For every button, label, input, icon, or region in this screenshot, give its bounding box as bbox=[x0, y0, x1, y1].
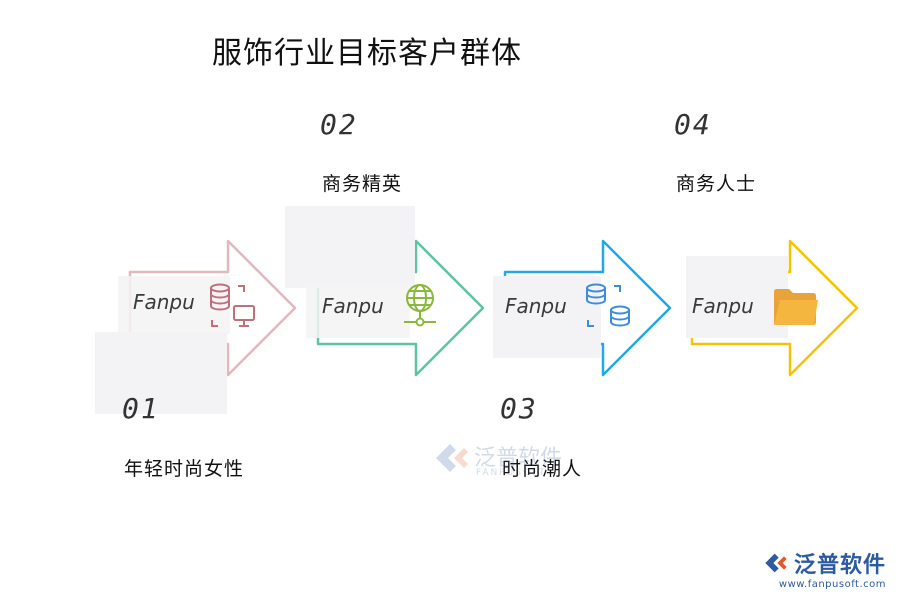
database-sync-icon bbox=[586, 283, 630, 327]
watermark-text: 泛普软件 bbox=[474, 446, 563, 471]
image-placeholder bbox=[285, 206, 415, 288]
arrow-02 bbox=[316, 239, 485, 377]
step-number-03: 03 bbox=[500, 392, 538, 425]
globe-network-icon bbox=[404, 284, 436, 327]
arrow-04 bbox=[690, 239, 859, 377]
step-tag-03: Fanpu bbox=[505, 294, 567, 318]
image-placeholder bbox=[95, 332, 227, 414]
step-number-01: 01 bbox=[122, 392, 160, 425]
watermark: 泛普软件 FANPUSOFT bbox=[432, 440, 562, 480]
brand-url: www.fanpusoft.com bbox=[778, 579, 886, 590]
image-placeholder bbox=[493, 276, 601, 358]
step-label-04: 商务人士 bbox=[676, 173, 757, 195]
step-tag-01: Fanpu bbox=[133, 290, 195, 314]
image-placeholder bbox=[686, 256, 788, 338]
step-label-01: 年轻时尚女性 bbox=[124, 458, 245, 480]
brand-name: 泛普软件 bbox=[793, 553, 886, 578]
step-tag-04: Fanpu bbox=[692, 294, 754, 318]
folder-icon bbox=[774, 289, 818, 325]
diagram-title: 服饰行业目标客户群体 bbox=[212, 36, 522, 71]
database-monitor-icon bbox=[210, 283, 255, 327]
step-label-02: 商务精英 bbox=[322, 173, 403, 195]
brand-logo: 泛普软件 www.fanpusoft.com bbox=[762, 547, 886, 590]
step-number-04: 04 bbox=[674, 108, 712, 141]
watermark-logo-icon bbox=[436, 444, 468, 472]
step-tag-02: Fanpu bbox=[322, 294, 384, 318]
image-placeholder bbox=[306, 284, 410, 338]
step-number-02: 02 bbox=[320, 108, 358, 141]
brand-logo-icon bbox=[765, 553, 787, 573]
step-label-03: 时尚潮人 bbox=[502, 458, 583, 480]
watermark-subtext: FANPUSOFT bbox=[476, 468, 547, 478]
